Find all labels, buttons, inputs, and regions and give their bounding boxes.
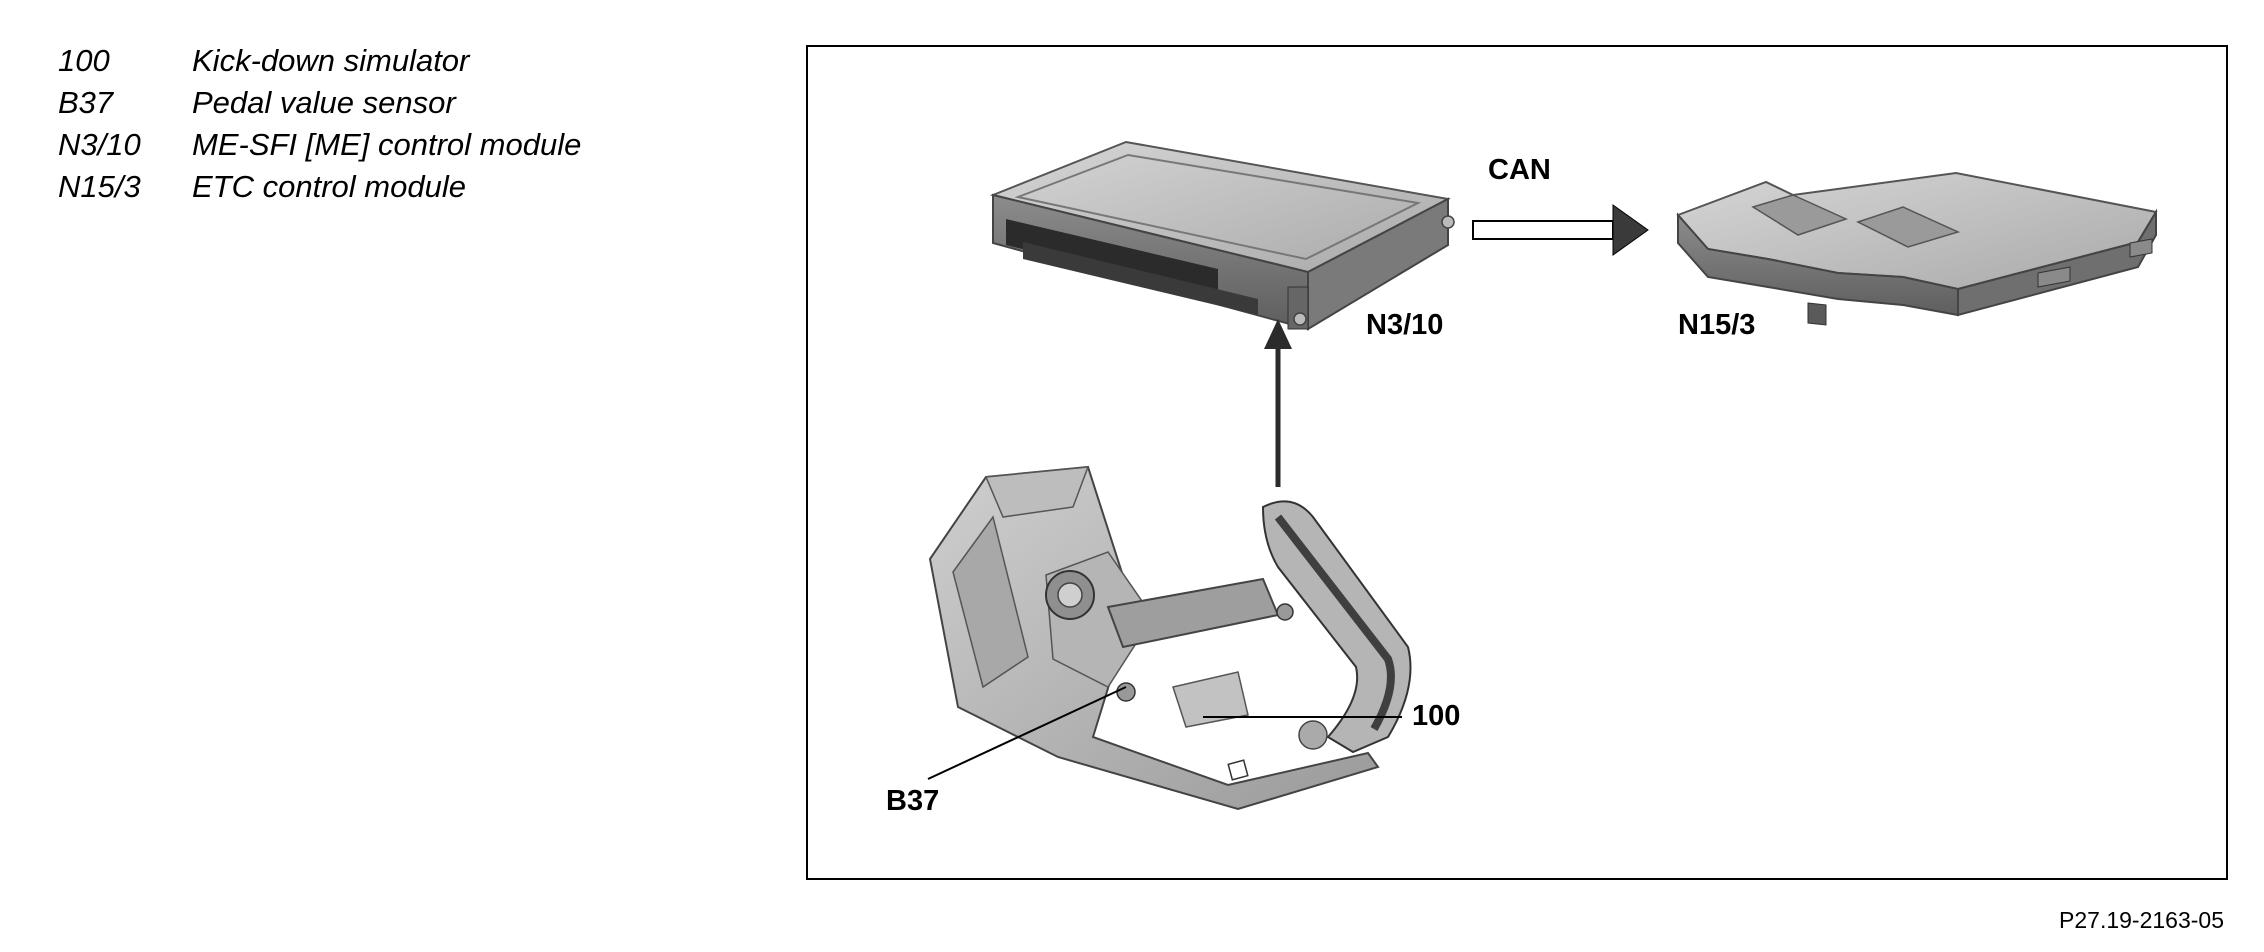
etc-control-module-image [1676,171,2158,326]
legend-code: 100 [58,43,110,78]
kickdown-simulator-label: 100 [1412,700,1461,732]
legend-description: Kick-down simulator [192,43,470,78]
legend-row-b37: B37 Pedal value sensor [58,82,581,124]
pedal-value-sensor-image [928,465,1412,811]
signal-arrow-up [1264,319,1292,487]
diagram-artwork [927,140,2158,811]
me-sfi-control-module-image [989,140,1455,331]
legend-row-n15-3: N15/3 ETC control module [58,166,581,208]
leader-line-b37 [927,686,1127,780]
legend-description: Pedal value sensor [192,85,456,120]
legend-description: ETC control module [192,169,466,204]
system-diagram: CAN N3/10 N15/3 100 B37 [806,45,2228,880]
can-bus-arrow [1472,204,1649,256]
n3-10-label: N3/10 [1366,309,1444,341]
figure-reference-number: P27.19-2163-05 [2059,907,2224,933]
legend-row-100: 100 Kick-down simulator [58,40,581,82]
n15-3-label: N15/3 [1678,309,1756,341]
legend: 100 Kick-down simulator B37 Pedal value … [58,40,581,208]
can-label: CAN [1488,154,1551,186]
legend-description: ME-SFI [ME] control module [192,127,582,162]
b37-label: B37 [886,785,940,817]
legend-row-n3-10: N3/10 ME-SFI [ME] control module [58,124,581,166]
legend-code: N3/10 [58,127,141,162]
legend-code: N15/3 [58,169,141,204]
legend-code: B37 [58,85,114,120]
